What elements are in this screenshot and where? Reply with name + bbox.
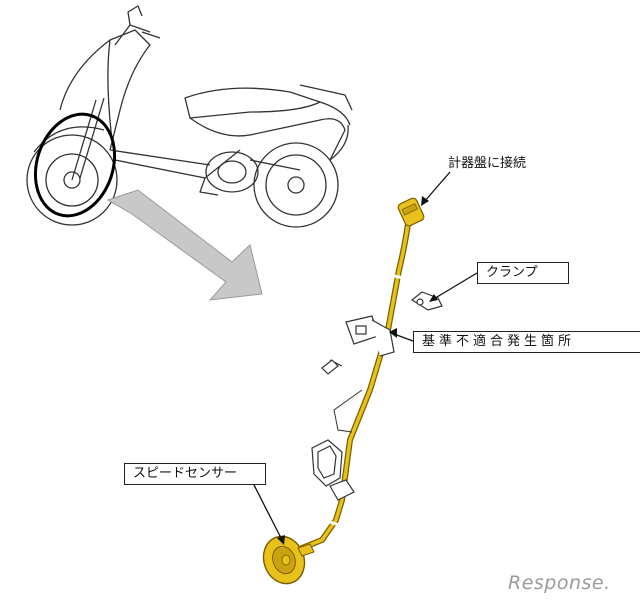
defect-location-label: 基準不適合発生箇所 (413, 331, 640, 353)
leader-arrowheads (277, 196, 438, 545)
lower-bracket (311, 439, 355, 501)
wire-branch (333, 389, 363, 433)
speed-sensor-part (262, 535, 315, 585)
response-watermark: Response. (508, 572, 611, 594)
highlight-ellipse (33, 112, 117, 218)
clamp-part (410, 291, 443, 311)
speed-sensor-label: スピードセンサー (124, 463, 266, 485)
leader-lines (252, 171, 478, 541)
cable-bracket (321, 315, 395, 375)
zoom-arrow (106, 189, 263, 301)
clamp-label: クランプ (477, 262, 569, 284)
meter-connection-label: 計器盤に接続 (448, 156, 527, 171)
meter-connector (397, 197, 425, 227)
speed-cable (299, 221, 411, 551)
scooter-illustration (26, 5, 353, 228)
